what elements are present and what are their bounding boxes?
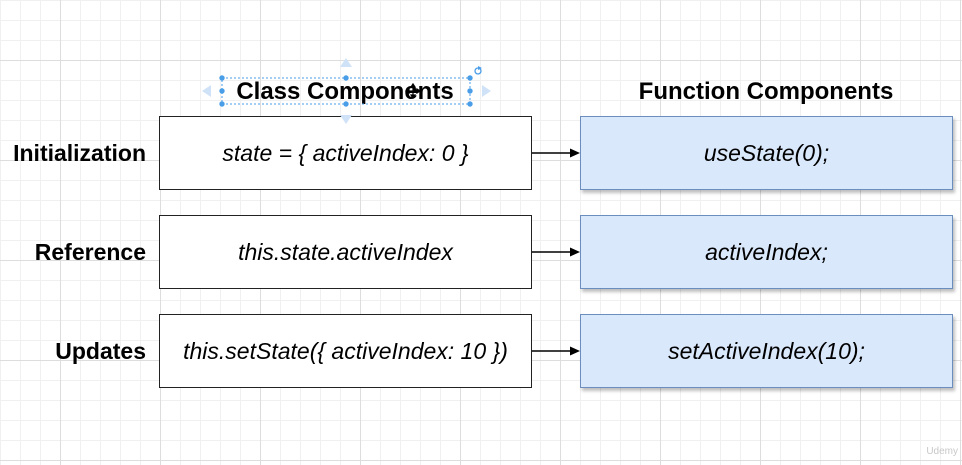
- row-label-initialization[interactable]: Initialization: [13, 140, 146, 166]
- class-box-reference[interactable]: this.state.activeIndex: [159, 215, 532, 289]
- class-code-initialization: state = { activeIndex: 0 }: [222, 139, 469, 166]
- function-box-reference[interactable]: activeIndex;: [580, 215, 953, 289]
- arrow-connector-initialization[interactable]: [532, 146, 580, 160]
- function-box-updates[interactable]: setActiveIndex(10);: [580, 314, 953, 388]
- row-label-updates[interactable]: Updates: [55, 338, 146, 364]
- arrow-connector-updates[interactable]: [532, 344, 580, 358]
- function-box-initialization[interactable]: useState(0);: [580, 116, 953, 190]
- function-code-updates: setActiveIndex(10);: [668, 337, 865, 364]
- rotate-handle-icon[interactable]: [474, 66, 482, 75]
- class-code-reference: this.state.activeIndex: [238, 238, 453, 265]
- class-box-initialization[interactable]: state = { activeIndex: 0 }: [159, 116, 532, 190]
- header-function-components[interactable]: Function Components: [638, 78, 894, 105]
- header-class-components[interactable]: Class Components: [236, 78, 454, 105]
- class-box-updates[interactable]: this.setState({ activeIndex: 10 }): [159, 314, 532, 388]
- function-code-reference: activeIndex;: [705, 238, 828, 265]
- function-code-initialization: useState(0);: [703, 139, 830, 166]
- watermark: Udemy: [926, 446, 958, 457]
- arrow-connector-reference[interactable]: [532, 245, 580, 259]
- class-code-updates: this.setState({ activeIndex: 10 }): [183, 337, 508, 364]
- row-label-reference[interactable]: Reference: [34, 239, 146, 265]
